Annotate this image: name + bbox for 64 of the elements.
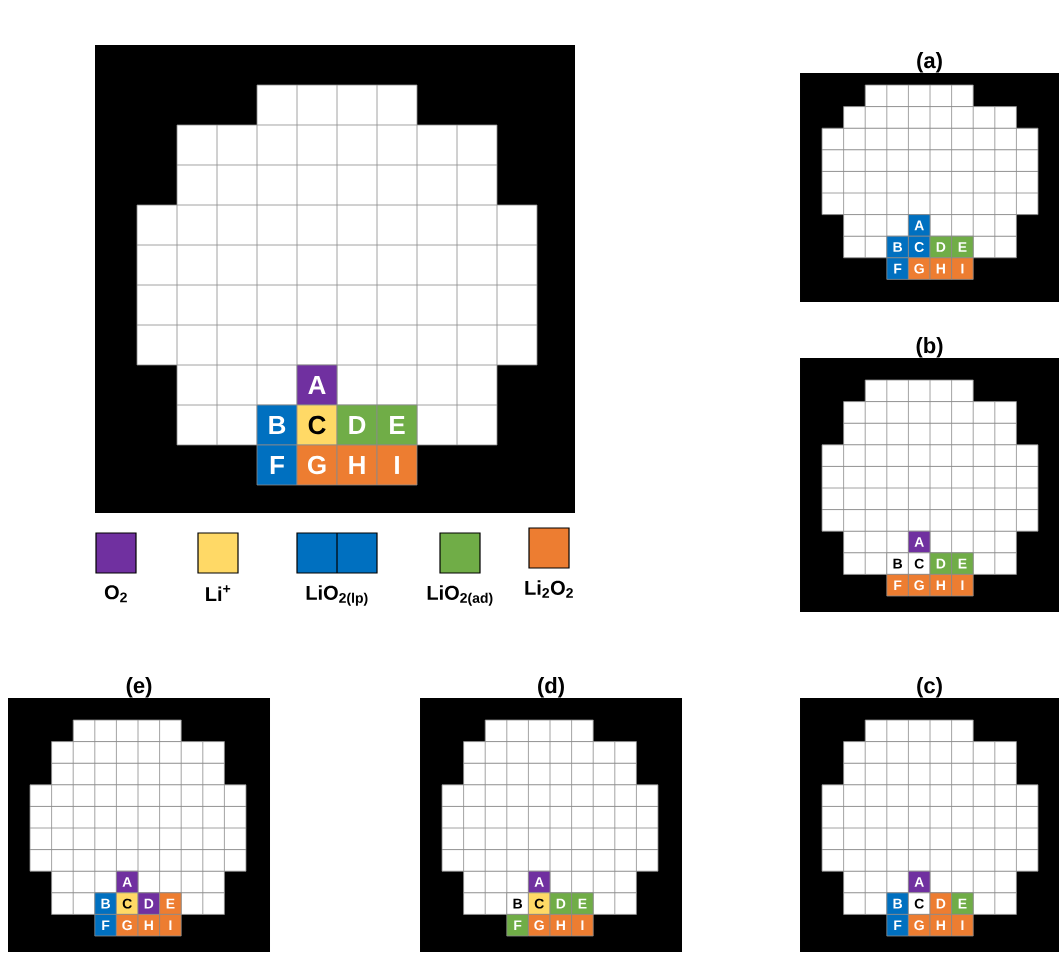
lettered-cell: D [929,235,952,259]
lettered-cell: I [159,914,182,937]
lettered-cell: H [929,574,952,597]
node-label: (e) [126,677,152,698]
lettered-cell: C [528,892,551,915]
lettered-cell: D [929,552,952,575]
lettered-cell: F [94,914,117,937]
legend-label: Li$_{2}$O$_{2}$ [525,580,573,598]
lettered-cell: H [336,444,378,486]
legend-label: Li$^{+}$ [206,585,231,601]
lettered-cell: A [528,870,551,894]
lettered-cell: F [886,257,909,280]
lettered-cell: E [159,892,182,915]
lettered-cell: I [951,914,974,937]
lettered-cell: B [94,892,117,915]
lettered-cell: B [886,892,909,915]
lettered-cell: G [908,574,931,597]
lettered-cell: B [886,235,909,259]
lettered-cell: B [506,892,529,915]
node-label: (b) [916,337,943,358]
lettered-cell: G [908,257,931,280]
node-label: (c) [917,677,942,698]
lettered-cell: G [116,914,139,937]
lettered-cell: B [256,404,298,446]
lettered-cell: C [908,552,931,575]
lettered-cell: I [376,444,418,486]
lettered-cell: C [296,404,338,446]
lettered-cell: D [549,892,572,915]
lettered-cell: C [908,235,931,259]
lettered-cell: D [137,892,160,915]
lettered-cell: A [116,870,139,894]
lettered-cell: H [137,914,160,937]
lettered-cell: H [929,914,952,937]
lettered-cell: A [908,870,931,894]
lettered-cell: G [296,444,338,486]
lettered-cell: G [908,914,931,937]
node-label: (d) [538,677,564,698]
lettered-cell: A [296,364,338,406]
lettered-cell: I [571,914,594,937]
legend-label: LiO$_{2(ad)}$ [427,585,493,606]
lettered-cell: I [951,257,974,280]
lettered-cell: E [951,235,974,259]
lettered-cell: E [376,404,418,446]
legend-label: O$_{2}$ [104,585,127,603]
lettered-cell: H [929,257,952,280]
lettered-cell: I [951,574,974,597]
lettered-cell: F [256,444,298,486]
lettered-cell: H [549,914,572,937]
lettered-cell: A [908,214,931,237]
lettered-cell: F [886,574,909,597]
lettered-cell: G [528,914,551,937]
legend-label: LiO$_{2(lp)}$ [306,585,368,606]
lettered-cell: C [116,892,139,915]
lettered-cell: B [886,552,909,575]
lettered-cell: E [571,892,594,915]
lettered-cell: D [336,404,378,446]
lettered-cell: E [951,892,974,915]
lettered-cell: D [929,892,952,915]
lettered-cell: F [886,914,909,937]
lettered-cell: C [908,892,931,915]
node-label: (a) [917,52,942,73]
lettered-cell: E [951,552,974,575]
lettered-cell: F [506,914,529,937]
lettered-cell: A [908,530,931,554]
